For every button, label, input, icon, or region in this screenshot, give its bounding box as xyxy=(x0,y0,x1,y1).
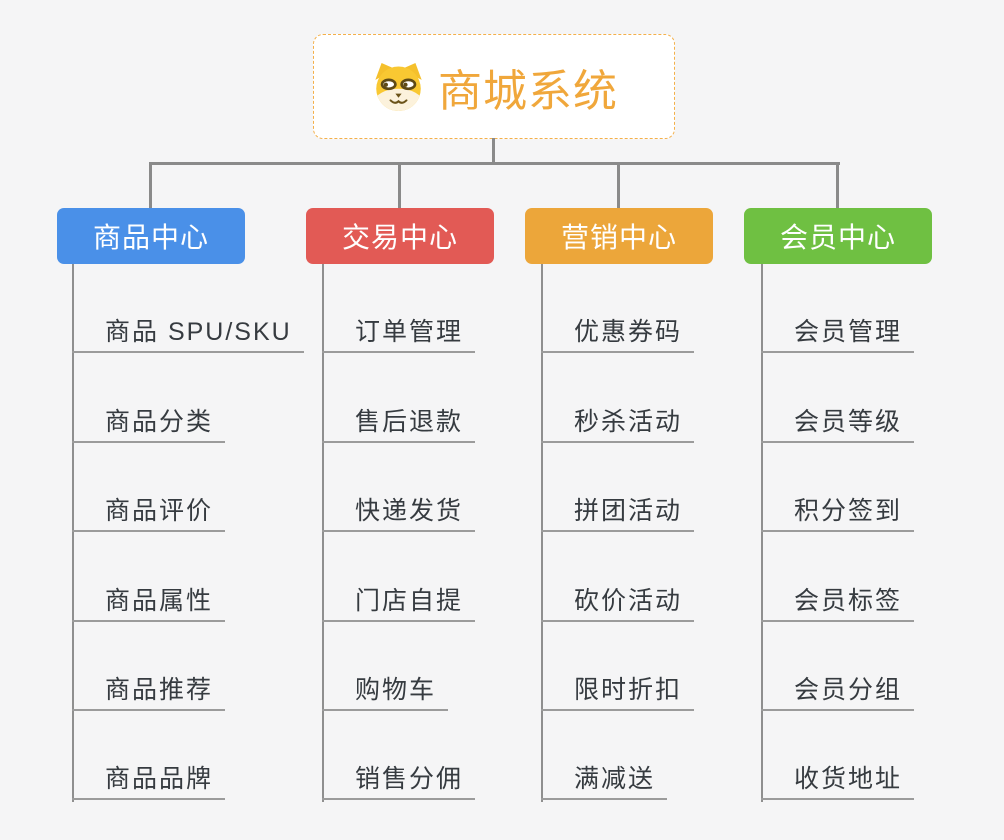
connector-root-stub xyxy=(492,138,495,164)
leaf-topic[interactable]: 限时折扣 xyxy=(541,674,695,711)
leaf-topic[interactable]: 商品推荐 xyxy=(72,674,226,711)
leaf-topic[interactable]: 商品分类 xyxy=(72,406,226,443)
leaf-topic[interactable]: 砍价活动 xyxy=(541,585,695,622)
leaf-topic[interactable]: 积分签到 xyxy=(761,495,915,532)
leaf-topic[interactable]: 商品品牌 xyxy=(72,763,226,800)
leaf-topic[interactable]: 满减送 xyxy=(541,763,668,800)
leaf-topic[interactable]: 收货地址 xyxy=(761,763,915,800)
root-topic-title: 商城系统 xyxy=(438,66,618,116)
branch-node-trade-center[interactable]: 交易中心 xyxy=(306,208,494,264)
leaf-topic[interactable]: 销售分佣 xyxy=(322,763,476,800)
connector-drop-line xyxy=(617,163,620,208)
leaf-topic[interactable]: 商品属性 xyxy=(72,585,226,622)
branch-label: 营销中心 xyxy=(560,222,677,253)
branch-trunk-line xyxy=(322,264,324,802)
leaf-topic[interactable]: 购物车 xyxy=(322,674,449,711)
leaf-topic[interactable]: 商品 SPU/SKU xyxy=(72,316,304,353)
connector-bus-line xyxy=(149,162,840,165)
leaf-topic[interactable]: 订单管理 xyxy=(322,316,476,353)
leaf-topic[interactable]: 优惠券码 xyxy=(541,316,695,353)
leaf-topic[interactable]: 会员管理 xyxy=(761,316,915,353)
branch-trunk-line xyxy=(72,264,74,802)
leaf-topic[interactable]: 售后退款 xyxy=(322,406,476,443)
branch-node-marketing-center[interactable]: 营销中心 xyxy=(525,208,713,264)
branch-node-member-center[interactable]: 会员中心 xyxy=(744,208,932,264)
branch-trunk-line xyxy=(761,264,763,802)
branch-label: 会员中心 xyxy=(779,222,896,253)
leaf-topic[interactable]: 会员等级 xyxy=(761,406,915,443)
leaf-topic[interactable]: 门店自提 xyxy=(322,585,476,622)
leaf-topic[interactable]: 快递发货 xyxy=(322,495,476,532)
branch-node-product-center[interactable]: 商品中心 xyxy=(57,208,245,264)
leaf-topic[interactable]: 会员标签 xyxy=(761,585,915,622)
leaf-topic[interactable]: 商品评价 xyxy=(72,495,226,532)
leaf-topic[interactable]: 拼团活动 xyxy=(541,495,695,532)
connector-drop-line xyxy=(836,163,839,208)
branch-trunk-line xyxy=(541,264,543,802)
leaf-topic[interactable]: 会员分组 xyxy=(761,674,915,711)
connector-drop-line xyxy=(149,163,152,208)
root-topic[interactable]: 商城系统 xyxy=(313,34,675,139)
branch-label: 商品中心 xyxy=(92,222,209,253)
leaf-topic[interactable]: 秒杀活动 xyxy=(541,406,695,443)
dog-face-icon xyxy=(370,61,427,113)
branch-label: 交易中心 xyxy=(341,222,458,253)
connector-drop-line xyxy=(398,163,401,208)
